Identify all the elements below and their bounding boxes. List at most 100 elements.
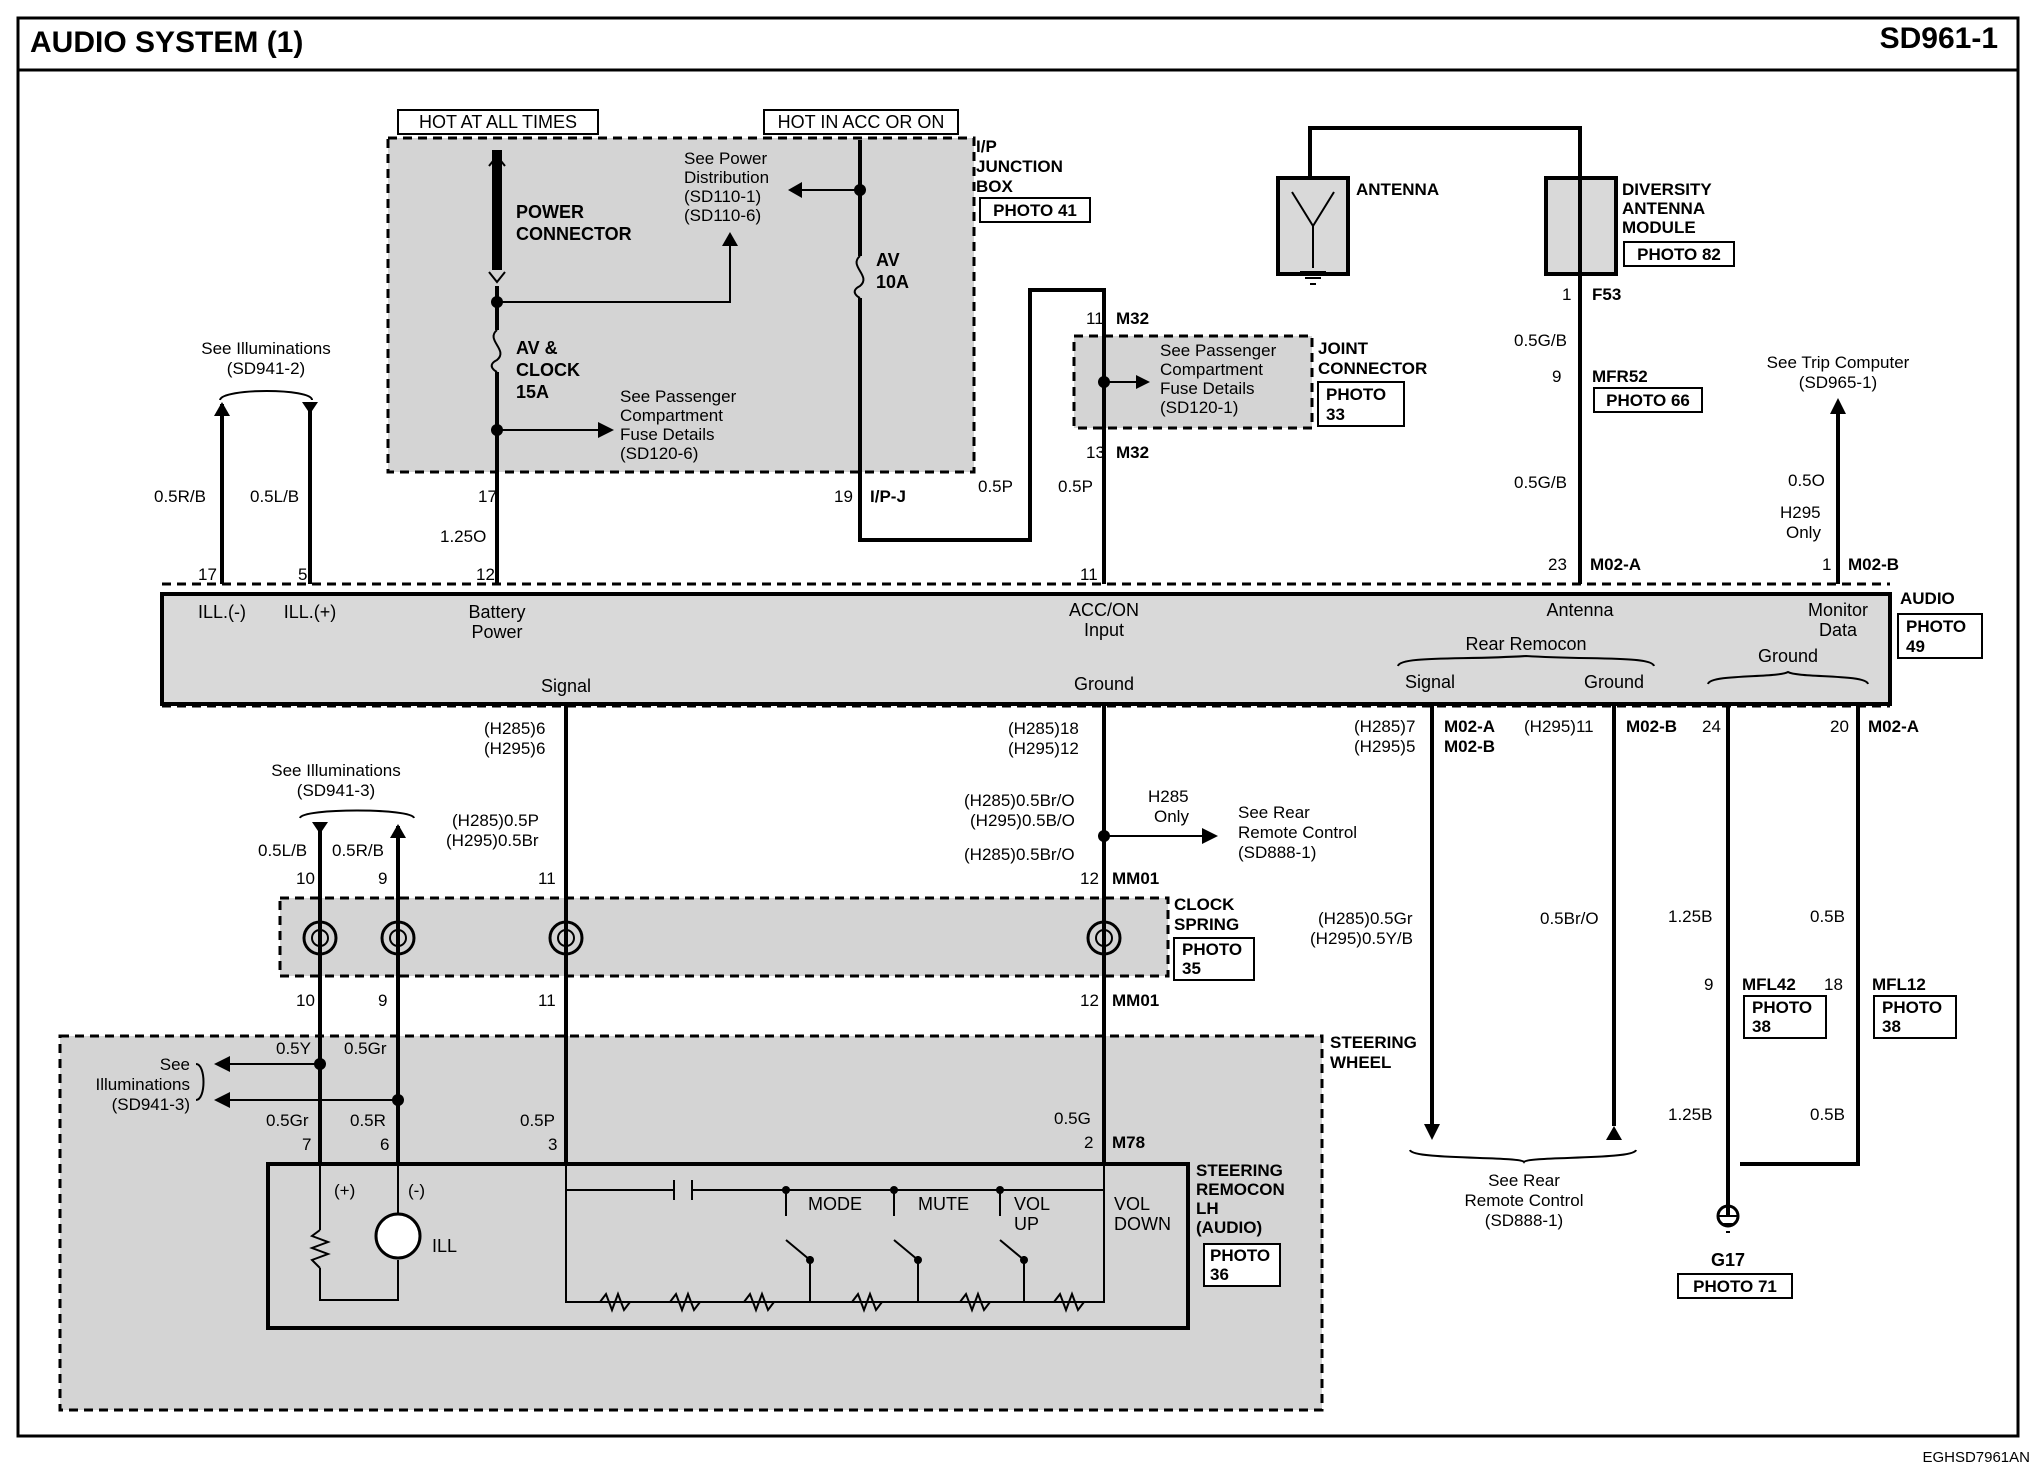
trip-computer-ref: (SD965-1) [1799,373,1877,392]
pin-19-label: 19 [834,487,853,506]
arrow-up-icon [390,824,406,838]
see-pass-label-2: Compartment [620,406,723,425]
see-power-label-4: (SD110-6) [684,206,761,225]
photo-71-label: PHOTO 71 [1693,1277,1777,1296]
see-rear-bottom-brace [1409,1149,1637,1164]
audio-conn-m02b: M02-B [1848,555,1899,574]
photo-36-label-1: PHOTO [1210,1246,1270,1265]
pin-24-label: 24 [1702,717,1721,736]
node-dot [914,1256,922,1264]
mfl42-label: MFL42 [1742,975,1796,994]
photo-49-box [1897,613,1983,659]
wire-05gb-a-label: 0.5G/B [1514,331,1567,350]
h285-05bro-2-label: (H285)0.5Br/O [964,845,1075,864]
joint-see-2: Compartment [1160,360,1263,379]
arrow-down-icon [302,402,318,414]
photo-38-a-label-2: 38 [1752,1017,1771,1036]
illum-mid-ref: (SD941-3) [297,781,375,800]
signal-label: Signal [541,676,591,696]
acc-on-label-2: Input [1084,620,1124,640]
m02a-2-label: M02-A [1868,717,1919,736]
photo-38-b-label-1: PHOTO [1882,998,1942,1017]
illumination-lamp-icon [374,1212,422,1260]
clock-spring-label-1: CLOCK [1174,895,1235,914]
clock-spring-coil-icon [1086,920,1122,956]
photo-66-label: PHOTO 66 [1606,391,1690,410]
sw-pin-2: 2 [1084,1133,1093,1152]
audio-pin-1: 1 [1822,555,1831,574]
mfl12-label: MFL12 [1872,975,1926,994]
photo-41-label: PHOTO 41 [993,201,1077,220]
wire-125o-label: 1.25O [440,527,486,546]
ip-junction-label-1: I/P [976,137,997,156]
see-illum-sw-3: (SD941-3) [112,1095,190,1114]
remocon-label-3: LH [1196,1199,1219,1218]
ill-plus-label: ILL.(+) [284,602,337,622]
ground2-brace [1707,670,1869,685]
diversity-label-2: ANTENNA [1622,199,1705,218]
wire-05rb-mid-label: 0.5R/B [332,841,384,860]
photo-38-a-box [1743,995,1827,1039]
photo-33-box [1317,381,1405,427]
arrow-up-icon [722,232,738,246]
ground-eyelet [1716,1204,1740,1228]
fuse1-label-3: 15A [516,382,549,402]
photo-33-label-2: 33 [1326,405,1345,424]
ill-lamp-label: ILL [432,1236,457,1256]
audio-pin-12: 12 [476,565,495,584]
wire-05y-label: 0.5Y [276,1039,311,1058]
h285-6-label: (H285)6 [484,719,545,738]
see-rear-bottom-1: See Rear [1488,1171,1560,1190]
ip-junction-label-2: JUNCTION [976,157,1063,176]
vol-down-label-2: DOWN [1114,1214,1171,1234]
hot-in-acc-label: HOT IN ACC OR ON [778,112,945,132]
see-power-label-2: Distribution [684,168,769,187]
sw-pin-7: 7 [302,1135,311,1154]
power-connector-chevrons [488,154,506,284]
see-pass-label-4: (SD120-6) [620,444,698,463]
sw-pin-6: 6 [380,1135,389,1154]
illum-mid-brace [299,809,415,819]
fuse-av-clock-symbol [490,329,502,373]
arrow-down-icon [312,822,328,834]
arrow-right-icon [1136,375,1150,389]
arrow-up-icon [1606,1126,1622,1140]
illum-circuit [319,1164,399,1301]
wire-125b-b-label: 1.25B [1668,1105,1712,1124]
wire-05gr-a-label: 0.5Gr [344,1039,387,1058]
remocon-label-4: (AUDIO) [1196,1218,1262,1237]
wire-05o-label: 0.5O [1788,471,1825,490]
mm01-a-label: MM01 [1112,869,1159,888]
battery-power-label-1: Battery [468,602,525,622]
wire-05lb-mid-label: 0.5L/B [258,841,307,860]
photo-36-label-2: 36 [1210,1265,1229,1284]
power-connector-label-1: POWER [516,202,584,222]
photo-66-box [1593,387,1703,413]
illum-mid-label: See Illuminations [271,761,400,780]
m78-connector-label: M78 [1112,1133,1145,1152]
h285-05gr-label: (H285)0.5Gr [1318,909,1413,928]
arrow-up-icon [1830,398,1846,414]
node-dot [782,1186,790,1194]
rr-signal-label: Signal [1405,672,1455,692]
see-power-branch [497,236,731,303]
joint-see-4: (SD120-1) [1160,398,1238,417]
wire-05p-sw-label: 0.5P [520,1111,555,1130]
h295-11-label: (H295)11 [1524,717,1594,736]
ground-label: Ground [1074,674,1134,694]
h285-7-label: (H285)7 [1354,717,1415,736]
cs-pin-bot-11: 11 [538,991,556,1010]
see-illum-sw-brace [195,1063,205,1101]
photo-82-box [1623,241,1735,267]
node-dot [996,1186,1004,1194]
h295-5-label: (H295)5 [1354,737,1415,756]
switch-contacts [785,1190,1105,1302]
clock-spring-coil-icon [548,920,584,956]
arrow-right-icon [598,422,614,438]
photo-41-box [979,197,1091,223]
cs-pin-9: 9 [378,869,387,888]
joint-see-1: See Passenger [1160,341,1277,360]
m02a-1-label: M02-A [1444,717,1495,736]
clock-spring-coil-inner [557,929,575,947]
